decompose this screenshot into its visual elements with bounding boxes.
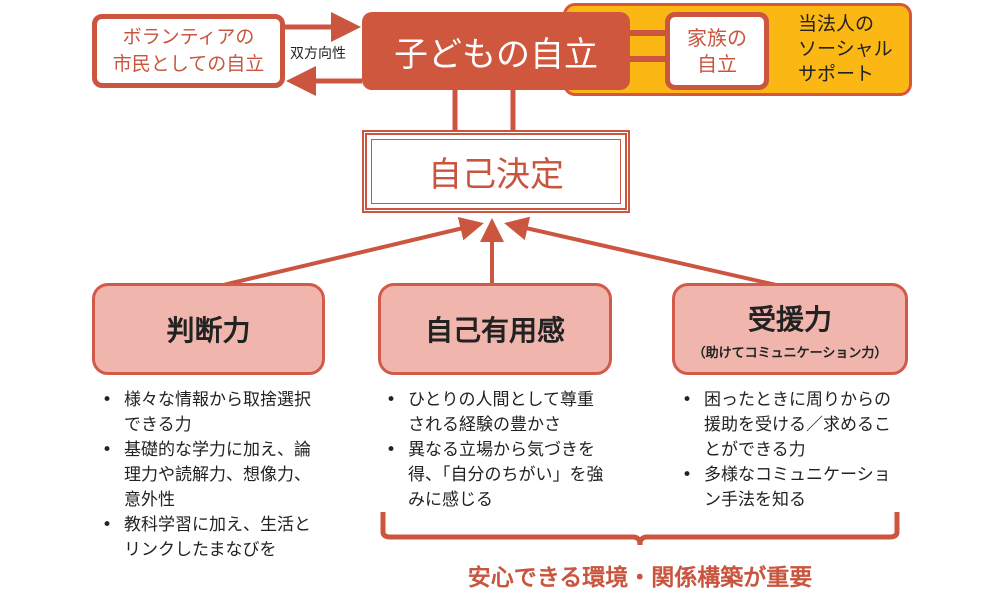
social-support-line: 当法人の — [798, 13, 875, 35]
brace — [380, 512, 900, 546]
pillar-judgment: 判断力 — [92, 283, 325, 375]
bidirectional-label: 双方向性 — [290, 46, 346, 62]
self-decision-box: 自己決定 — [362, 130, 630, 213]
list-item: ひとりの人間として尊重される経験の豊かさ — [380, 388, 608, 438]
family-connector-bottom — [628, 56, 668, 62]
volunteer-line: 市民としての自立 — [112, 53, 265, 75]
help-seeking-bullets: 困ったときに周りからの援助を受ける／求めることができる力 多様なコミュニケーショ… — [676, 388, 902, 513]
list-item: 教科学習に加え、生活とリンクしたまなびを — [96, 513, 316, 563]
pillar-title: 判断力 — [166, 314, 251, 347]
family-line: 自立 — [697, 52, 737, 76]
list-item: 基礎的な学力に加え、論理力や読解力、想像力、意外性 — [96, 438, 316, 513]
pillar-subtitle: （助けてコミュニケーション力） — [692, 345, 888, 361]
self-decision-label: 自己決定 — [428, 155, 564, 195]
pillar-self-usefulness: 自己有用感 — [378, 283, 612, 375]
list-item: 異なる立場から気づきを得、「自分のちがい」を強みに感じる — [380, 438, 608, 513]
social-support-line: ソーシャル — [798, 38, 893, 60]
family-independence-box: 家族の自立 — [665, 12, 769, 90]
pillar-title: 受援力 — [747, 302, 832, 336]
volunteer-line: ボランティアの — [122, 26, 255, 48]
arrow-judgment-to-decision — [214, 216, 484, 289]
child-independence-label: 子どもの自立 — [394, 34, 598, 75]
pillar-help-seeking: 受援力 （助けてコミュニケーション力） — [672, 283, 908, 375]
family-line: 家族の — [687, 26, 747, 50]
family-connector-top — [628, 30, 668, 36]
conclusion-text: 安心できる環境・関係構築が重要 — [467, 565, 813, 591]
pillar-title: 自己有用感 — [424, 314, 565, 347]
list-item: 様々な情報から取捨選択できる力 — [96, 388, 316, 438]
list-item: 困ったときに周りからの援助を受ける／求めることができる力 — [676, 388, 902, 463]
social-support-line: サポート — [798, 63, 875, 85]
volunteer-independence-box: ボランティアの市民としての自立 — [92, 14, 285, 88]
list-item: 多様なコミュニケーション手法を知る — [676, 463, 902, 513]
arrow-help-to-decision — [504, 216, 786, 289]
social-support-label: 当法人のソーシャルサポート — [798, 12, 893, 87]
judgment-bullets: 様々な情報から取捨選択できる力 基礎的な学力に加え、論理力や読解力、想像力、意外… — [96, 388, 316, 563]
self-usefulness-bullets: ひとりの人間として尊重される経験の豊かさ 異なる立場から気づきを得、「自分のちが… — [380, 388, 608, 513]
child-independence-box: 子どもの自立 — [362, 12, 630, 90]
